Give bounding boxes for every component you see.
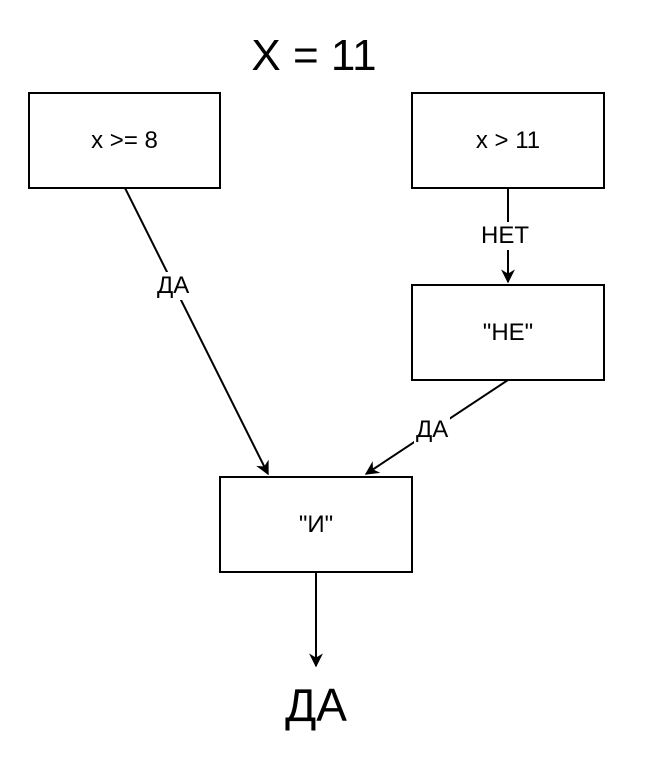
not-gate-label: "НЕ" bbox=[482, 318, 534, 346]
and-gate-box: "И" bbox=[219, 476, 413, 573]
and-gate-label: "И" bbox=[298, 510, 334, 538]
condition-box-right: x > 11 bbox=[411, 92, 605, 189]
result-text: ДА bbox=[285, 679, 347, 731]
condition-box-left: x >= 8 bbox=[28, 92, 221, 189]
condition-right-label: x > 11 bbox=[475, 126, 541, 154]
diagram-title: X = 11 bbox=[251, 31, 377, 80]
edge-label-right-no: НЕТ bbox=[479, 222, 531, 250]
not-gate-box: "НЕ" bbox=[411, 284, 605, 381]
condition-left-label: x >= 8 bbox=[91, 126, 158, 154]
edge-label-not-yes: ДА bbox=[414, 416, 451, 444]
edge-label-left-yes: ДА bbox=[155, 272, 192, 300]
edge-left-to-and bbox=[124, 187, 269, 476]
